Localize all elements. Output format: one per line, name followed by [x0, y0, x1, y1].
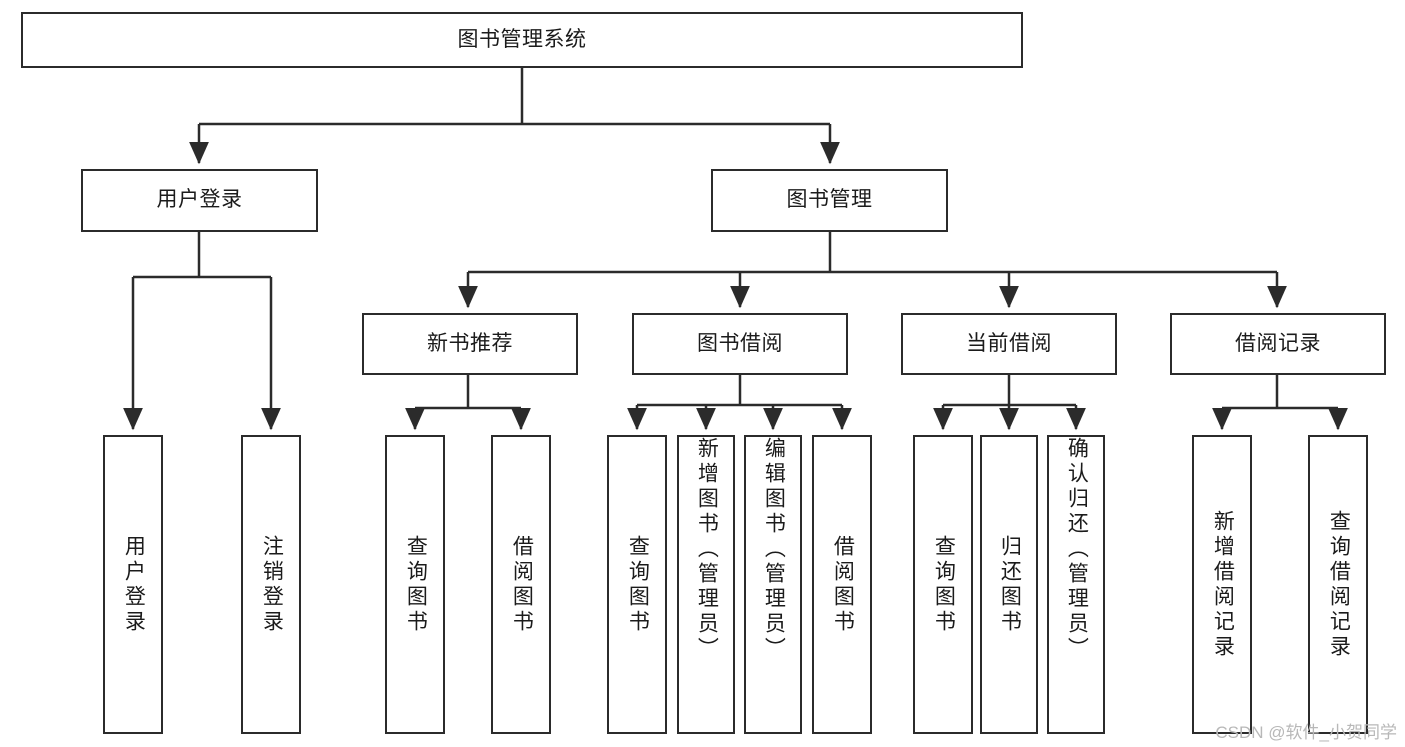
node-new-book-recommend-label: 新书推荐 [427, 331, 513, 355]
node-leaf-borrow-book-1-label: 借阅图书 [510, 534, 534, 635]
node-user-login[interactable]: 用户登录 [81, 169, 318, 232]
node-leaf-query-book-2-label: 查询图书 [626, 534, 650, 635]
node-root[interactable]: 图书管理系统 [21, 12, 1023, 68]
node-leaf-edit-book-label: 编辑图书（管理员） [762, 437, 786, 662]
node-leaf-query-record[interactable]: 查询借阅记录 [1308, 435, 1368, 734]
node-book-manage[interactable]: 图书管理 [711, 169, 948, 232]
node-leaf-add-book-label: 新增图书（管理员） [695, 437, 719, 662]
node-leaf-edit-book[interactable]: 编辑图书（管理员） [744, 435, 802, 734]
node-leaf-return-book-label: 归还图书 [998, 534, 1022, 635]
node-current-borrow-label: 当前借阅 [966, 331, 1052, 355]
node-current-borrow[interactable]: 当前借阅 [901, 313, 1117, 375]
node-root-label: 图书管理系统 [457, 27, 587, 51]
node-leaf-borrow-book-2[interactable]: 借阅图书 [812, 435, 872, 734]
node-leaf-add-book[interactable]: 新增图书（管理员） [677, 435, 735, 734]
node-leaf-borrow-book-1[interactable]: 借阅图书 [491, 435, 551, 734]
node-leaf-query-book-1[interactable]: 查询图书 [385, 435, 445, 734]
node-leaf-logout-login-label: 注销登录 [260, 534, 284, 635]
node-leaf-return-book[interactable]: 归还图书 [980, 435, 1038, 734]
node-leaf-query-book-3[interactable]: 查询图书 [913, 435, 973, 734]
node-leaf-confirm-return-label: 确认归还（管理员） [1065, 437, 1089, 662]
node-book-borrow[interactable]: 图书借阅 [632, 313, 848, 375]
node-book-borrow-label: 图书借阅 [697, 331, 783, 355]
node-leaf-query-book-1-label: 查询图书 [404, 534, 428, 635]
node-leaf-logout-login[interactable]: 注销登录 [241, 435, 301, 734]
node-new-book-recommend[interactable]: 新书推荐 [362, 313, 578, 375]
node-leaf-user-login-label: 用户登录 [122, 534, 146, 635]
node-leaf-query-record-label: 查询借阅记录 [1327, 509, 1351, 660]
node-leaf-query-book-2[interactable]: 查询图书 [607, 435, 667, 734]
node-leaf-user-login[interactable]: 用户登录 [103, 435, 163, 734]
node-borrow-record-label: 借阅记录 [1235, 331, 1321, 355]
node-leaf-add-record[interactable]: 新增借阅记录 [1192, 435, 1252, 734]
node-book-manage-label: 图书管理 [786, 188, 873, 212]
node-leaf-query-book-3-label: 查询图书 [932, 534, 956, 635]
node-leaf-add-record-label: 新增借阅记录 [1211, 509, 1235, 660]
csdn-watermark: CSDN @软件_小贺同学 [1215, 723, 1397, 742]
node-user-login-label: 用户登录 [156, 188, 243, 212]
node-leaf-borrow-book-2-label: 借阅图书 [831, 534, 855, 635]
node-leaf-confirm-return[interactable]: 确认归还（管理员） [1047, 435, 1105, 734]
node-borrow-record[interactable]: 借阅记录 [1170, 313, 1386, 375]
